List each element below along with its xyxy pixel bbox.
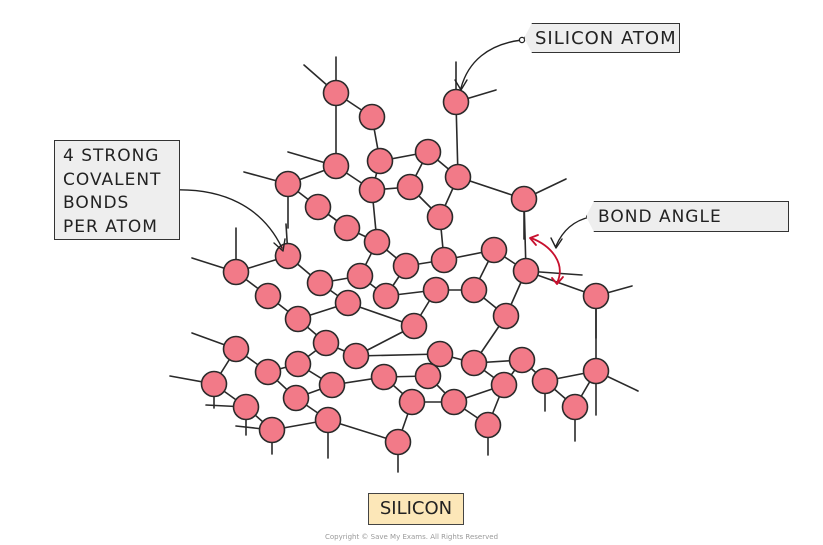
silicon-atom (284, 305, 312, 333)
silicon-atom (363, 228, 391, 256)
silicon-atom (258, 416, 286, 444)
bond-angle-arc-head-bottom (551, 276, 564, 285)
silicon-atom (440, 388, 468, 416)
silicon-atom (282, 384, 310, 412)
silicon-atom (444, 163, 472, 191)
silicon-atom (306, 269, 334, 297)
silicon-atom (254, 358, 282, 386)
silicon-atom-arrowhead (454, 79, 468, 91)
silicon-atom (232, 393, 260, 421)
silicon-atom (366, 147, 394, 175)
silicon-atom (304, 193, 332, 221)
covalent-bond (355, 353, 441, 357)
silicon-atom (314, 406, 342, 434)
silicon-atom (400, 312, 428, 340)
silicon-atom-pointer (460, 39, 523, 89)
silicon-atom (358, 176, 386, 204)
silicon-atom (222, 258, 250, 286)
silicon-atom (508, 346, 536, 374)
silicon-atom (396, 173, 424, 201)
silicon-atom (346, 262, 374, 290)
bond-angle-label: BOND ANGLE 109.5° (586, 201, 789, 232)
silicon-atom (426, 203, 454, 231)
silicon-atom (561, 393, 589, 421)
silicon-atom (274, 170, 302, 198)
silicon-atom (460, 276, 488, 304)
silicon-atom (322, 152, 350, 180)
bonds-pointer (171, 189, 283, 249)
silicon-atom (370, 363, 398, 391)
silicon-atom-pointer-dot (518, 36, 526, 44)
bonds-label-line-1: 4 STRONG (63, 146, 160, 166)
silicon-atom (422, 276, 450, 304)
silicon-atom (334, 289, 362, 317)
silicon-atom (492, 302, 520, 330)
copyright-notice: Copyright © Save My Exams. All Rights Re… (324, 533, 499, 541)
silicon-atom (284, 350, 312, 378)
bonds-arrowhead (273, 238, 286, 252)
silicon-atom (582, 357, 610, 385)
diagram-caption: SILICON (368, 493, 464, 525)
silicon-atom (333, 214, 361, 242)
silicon-atom (512, 257, 540, 285)
silicon-atom (490, 371, 518, 399)
silicon-atom (342, 342, 370, 370)
bond-angle-pointer (555, 216, 591, 247)
bond-angle-arrowhead (550, 237, 563, 249)
silicon-atom (480, 236, 508, 264)
silicon-atom (414, 138, 442, 166)
silicon-atoms (200, 79, 610, 456)
silicon-atom (222, 335, 250, 363)
silicon-atom (200, 370, 228, 398)
silicon-atom (460, 349, 488, 377)
bonds-label-line-2: COVALENT (63, 169, 162, 190)
silicon-atom (312, 329, 340, 357)
silicon-atom (384, 428, 412, 456)
silicon-atom (582, 282, 610, 310)
bond-angle-arc (530, 237, 561, 284)
covalent-bonds-label: 4 STRONG COVALENT BONDS PER ATOM (54, 140, 180, 240)
silicon-atom (414, 362, 442, 390)
silicon-atom (254, 282, 282, 310)
bonds-label-line-3: BONDS (63, 193, 130, 213)
silicon-atom (430, 246, 458, 274)
silicon-atom (426, 340, 454, 368)
silicon-atom (474, 411, 502, 439)
silicon-atom (442, 88, 470, 116)
bond-angle-arc-head-top (529, 234, 539, 246)
silicon-atom (322, 79, 350, 107)
silicon-atom (392, 252, 420, 280)
silicon-atom (510, 185, 538, 213)
silicon-atom (372, 282, 400, 310)
silicon-atom (531, 367, 559, 395)
bonds-label-line-4: PER ATOM (63, 216, 158, 237)
silicon-atom (358, 103, 386, 131)
silicon-atom (398, 388, 426, 416)
silicon-atom-label: SILICON ATOM (524, 23, 680, 53)
silicon-atom (318, 371, 346, 399)
